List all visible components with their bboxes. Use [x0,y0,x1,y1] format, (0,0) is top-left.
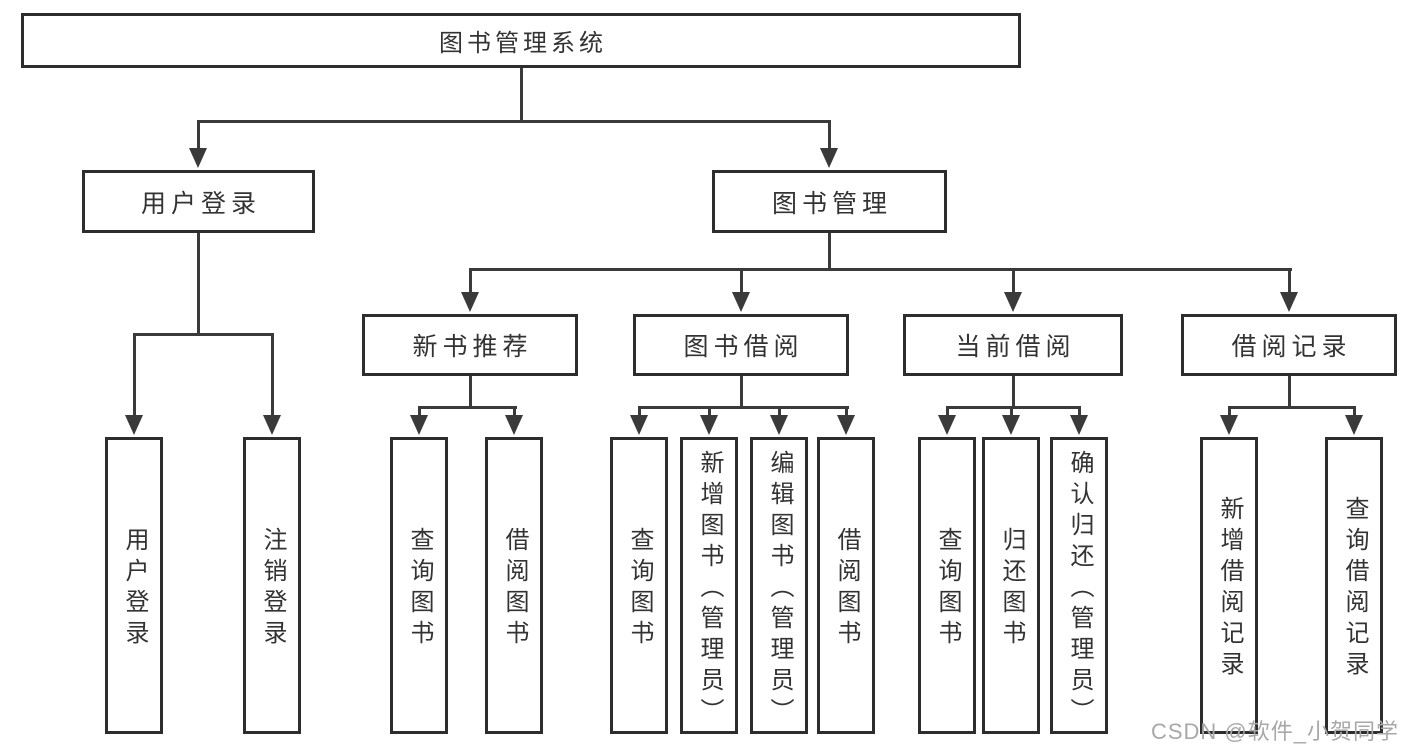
arrow-down-user-login-icon [189,148,207,168]
connector-userlogin-drop [197,233,200,335]
connector-currentborrow-hbar [946,406,1081,409]
node-current-borrow: 当前借阅 [903,314,1123,376]
connector-root-drop [520,68,523,122]
arrow-down-rec-query-icon [410,415,428,435]
leaf-query-books-recommend: 查询图书 [390,437,448,734]
node-root-library-system: 图书管理系统 [21,13,1021,68]
connector-stub-cb-confirm [1078,408,1081,418]
connector-stub-currentborrow [1012,270,1015,294]
leaf-add-books-admin: 新增图书（管理员） [680,437,738,734]
arrow-down-add-record-icon [1220,415,1238,435]
connector-bookmgmt-hbar [469,268,1292,271]
connector-stub-bb-borrow [845,408,848,418]
arrow-down-leaf-logout-icon [263,415,281,435]
connector-bookborrow-hbar [638,406,849,409]
connector-stub-user-login [197,122,200,152]
arrow-down-cb-confirm-icon [1070,415,1088,435]
leaf-confirm-return-admin: 确认归还（管理员） [1050,437,1108,734]
connector-stub-bb-query [638,408,641,418]
arrow-down-recommend-icon [461,292,479,312]
connector-currentborrow-drop [1012,376,1015,408]
watermark: CSDN @软件_小贺同学 [1150,719,1399,744]
arrow-down-book-mgmt-icon [820,148,838,168]
arrow-down-cb-return-icon [1002,415,1020,435]
leaf-logout: 注销登录 [243,437,301,734]
leaf-query-books-borrow: 查询图书 [610,437,668,734]
connector-stub-book-mgmt [828,122,831,152]
node-book-management: 图书管理 [712,170,947,233]
leaf-query-borrow-record: 查询借阅记录 [1325,437,1383,734]
arrow-down-bb-query-icon [630,415,648,435]
connector-stub-recommend [469,270,472,294]
arrow-down-cb-query-icon [938,415,956,435]
leaf-query-books-current: 查询图书 [918,437,976,734]
connector-records-drop [1288,376,1291,408]
connector-stub-cb-return [1010,408,1013,418]
connector-recommend-hbar [418,406,517,409]
node-borrow-records: 借阅记录 [1181,314,1397,376]
node-new-book-recommend: 新书推荐 [362,314,578,376]
leaf-add-borrow-record: 新增借阅记录 [1200,437,1258,734]
connector-userlogin-hbar [133,333,274,336]
connector-stub-bb-edit [778,408,781,418]
leaf-return-books: 归还图书 [982,437,1040,734]
arrow-down-bookborrow-icon [732,292,750,312]
arrow-down-bb-add-icon [700,415,718,435]
leaf-borrow-books: 借阅图书 [817,437,875,734]
connector-stub-rec-query [418,408,421,418]
connector-stub-bookborrow [740,270,743,294]
connector-recommend-drop [469,376,472,408]
arrow-down-records-icon [1280,292,1298,312]
leaf-edit-books-admin: 编辑图书（管理员） [750,437,808,734]
connector-stub-leaf-logout [271,335,274,417]
connector-stub-rec-add-record [1228,408,1231,418]
connector-stub-leaf-login [133,335,136,417]
arrow-down-currentborrow-icon [1004,292,1022,312]
arrow-down-leaf-login-icon [125,415,143,435]
arrow-down-rec-borrow-icon [505,415,523,435]
arrow-down-query-record-icon [1345,415,1363,435]
connector-stub-rec-borrow [513,408,516,418]
connector-stub-rec-query-record [1353,408,1356,418]
connector-stub-records [1288,270,1291,294]
connector-records-hbar [1228,406,1356,409]
arrow-down-bb-edit-icon [770,415,788,435]
connector-stub-cb-query [946,408,949,418]
connector-bookmgmt-drop [828,233,831,270]
connector-root-hbar [197,120,831,123]
connector-stub-bb-add [708,408,711,418]
node-user-login: 用户登录 [82,170,315,233]
leaf-borrow-books-recommend: 借阅图书 [485,437,543,734]
node-book-borrow: 图书借阅 [633,314,849,376]
leaf-user-login: 用户登录 [105,437,163,734]
connector-bookborrow-drop [740,376,743,408]
arrow-down-bb-borrow-icon [837,415,855,435]
